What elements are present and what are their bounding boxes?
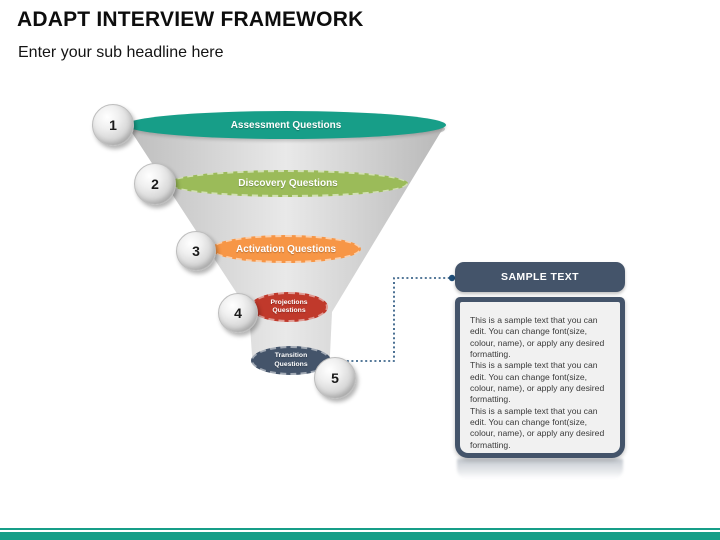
step-ball-3: 3 — [176, 231, 216, 271]
step-ball-1: 1 — [92, 104, 134, 146]
slide-subtitle: Enter your sub headline here — [18, 44, 224, 61]
callout-text-panel: This is a sample text that you can edit.… — [460, 302, 620, 453]
callout-reflection — [457, 459, 623, 479]
funnel-level-activation: Activation Questions — [211, 235, 361, 263]
step-number: 2 — [151, 176, 159, 192]
step-ball-4: 4 — [218, 293, 258, 333]
step-number: 4 — [234, 305, 242, 321]
funnel-level-label: Projections Questions — [270, 298, 308, 314]
step-ball-5: 5 — [314, 357, 356, 399]
funnel-level-label: Transition Questions — [274, 352, 308, 368]
funnel-level-projections: Projections Questions — [250, 292, 328, 322]
footer-accent-thin-line — [0, 528, 720, 530]
callout-paragraph: This is a sample text that you can edit.… — [470, 405, 605, 450]
callout-header: SAMPLE TEXT — [455, 262, 625, 292]
callout-paragraph: This is a sample text that you can edit.… — [470, 315, 605, 360]
funnel-level-label: Activation Questions — [235, 243, 336, 255]
funnel-level-label: Discovery Questions — [238, 178, 338, 189]
funnel-level-label: Assessment Questions — [230, 119, 342, 131]
connector-dotted-line — [333, 277, 452, 362]
step-number: 5 — [331, 370, 339, 386]
step-number: 3 — [192, 243, 200, 259]
step-number: 1 — [109, 117, 117, 133]
callout-body: This is a sample text that you can edit.… — [455, 297, 625, 458]
funnel-level-assessment: Assessment Questions — [126, 111, 446, 139]
callout-header-label: SAMPLE TEXT — [501, 271, 579, 283]
footer-accent-bar — [0, 532, 720, 540]
step-ball-2: 2 — [134, 163, 176, 205]
slide-title: ADAPT INTERVIEW FRAMEWORK — [17, 8, 364, 31]
funnel-level-discovery: Discovery Questions — [168, 170, 408, 197]
callout-paragraph: This is a sample text that you can edit.… — [470, 360, 605, 405]
